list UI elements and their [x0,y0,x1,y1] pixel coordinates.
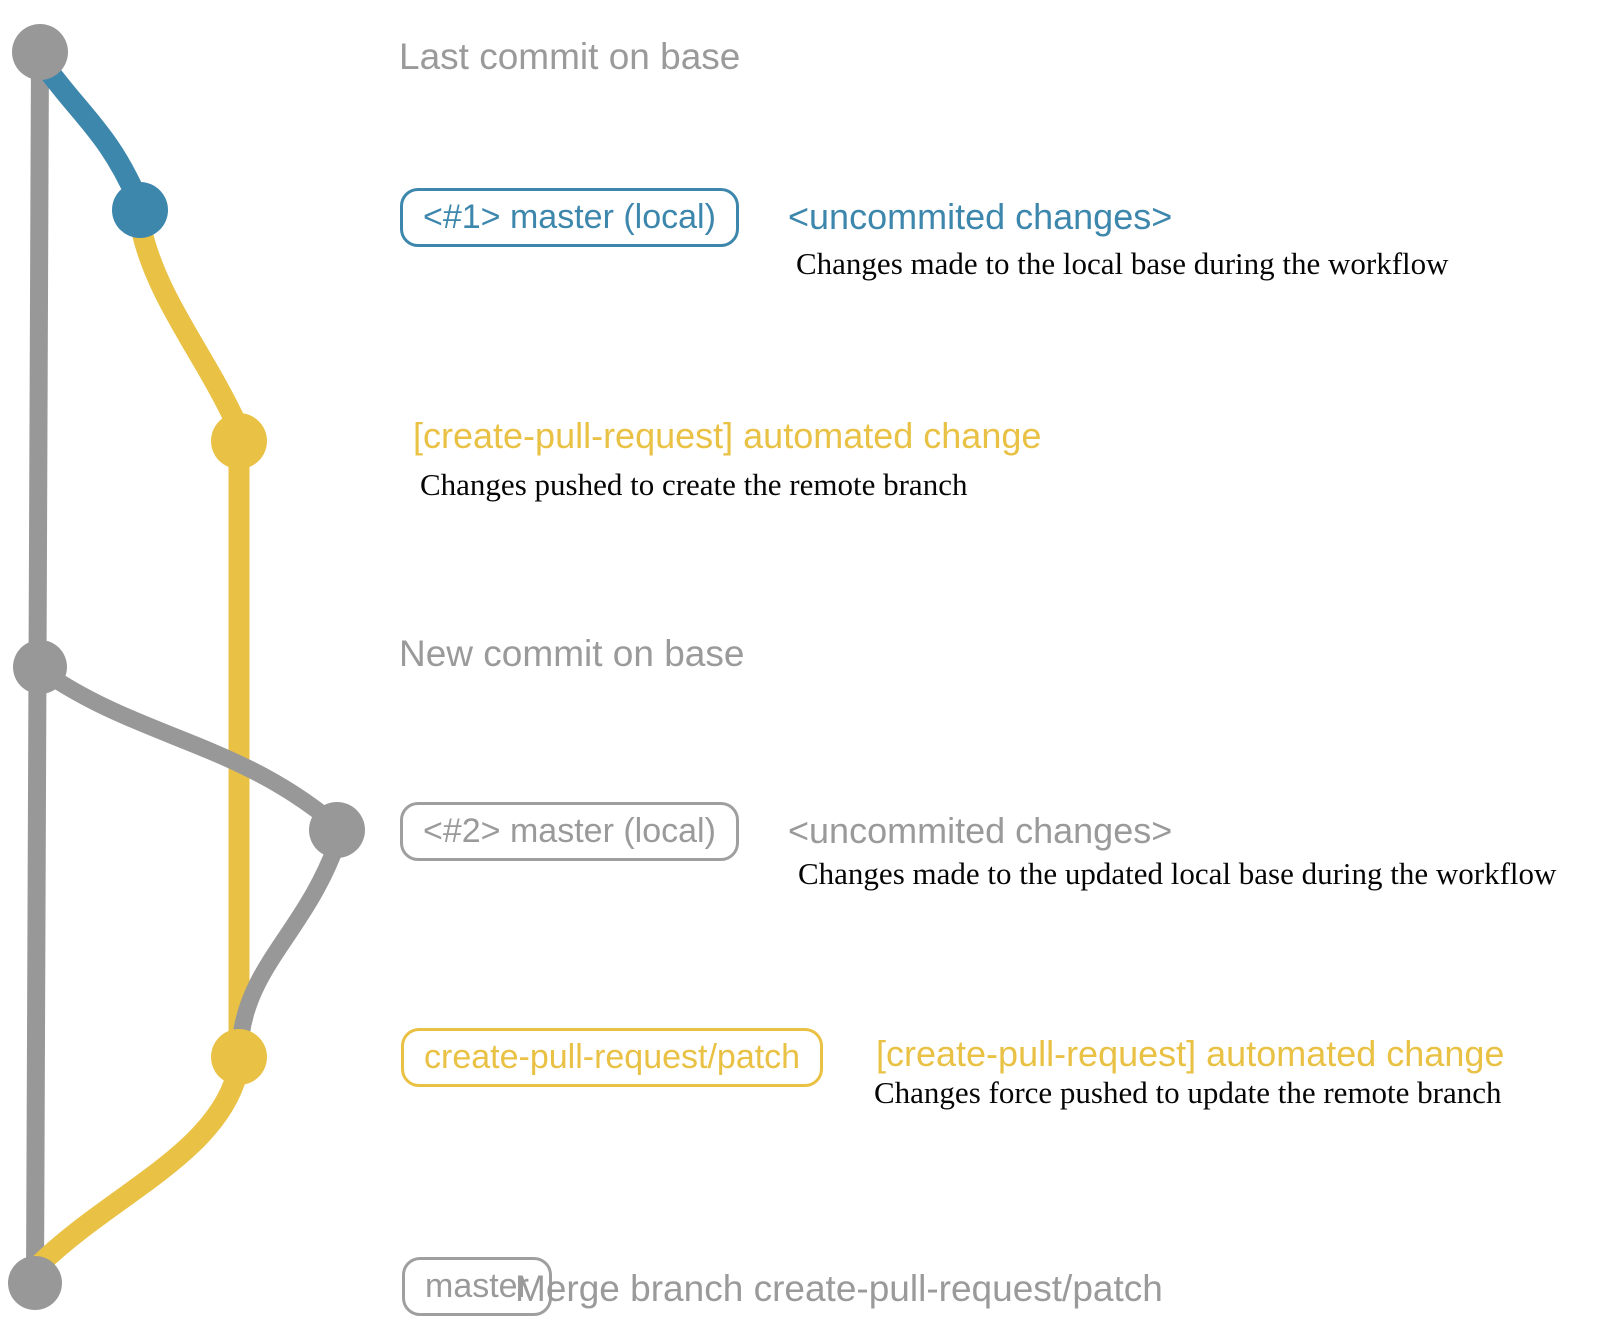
branch-badge-master: master [402,1257,552,1316]
commit-dot-merge [8,1256,62,1310]
base-branch-line [26,51,49,1284]
commit-dot-last-base [12,24,68,80]
merge-curve [27,1063,248,1277]
automated-change-1-title: [create-pull-request] automated change [413,415,1042,456]
branch-badge-patch: create-pull-request/patch [401,1028,824,1087]
uncommitted-changes-2-desc: Changes made to the updated local base d… [798,856,1557,891]
uncommitted-1-curve [31,51,148,209]
automated-change-1-desc: Changes pushed to create the remote bran… [420,467,968,502]
uncommitted-changes-2-title: <uncommited changes> [788,810,1173,851]
commit-dot-patch-1 [211,413,267,469]
commit-dot-uncommitted-2 [309,802,365,858]
branch-badge-master-local-1: <#1> master (local) [400,188,739,247]
uncommitted-changes-1-title: <uncommited changes> [788,196,1173,237]
new-commit-label: New commit on base [399,633,745,674]
commit-dot-patch-2 [211,1029,267,1085]
uncommitted-2-curve [35,663,341,831]
last-commit-label: Last commit on base [399,36,741,77]
patch-branch-curve-top [131,221,248,436]
merge-commit-message: Merge branch create-pull-request/patch [515,1268,1163,1309]
force-push-curve [232,837,345,1045]
branch-badge-master-local-2: <#2> master (local) [400,802,739,861]
automated-change-2-title: [create-pull-request] automated change [876,1033,1505,1074]
automated-change-2-desc: Changes force pushed to update the remot… [874,1075,1502,1110]
uncommitted-changes-1-desc: Changes made to the local base during th… [796,246,1449,281]
commit-dot-new-base [13,640,67,694]
commit-dot-uncommitted-1 [112,182,168,238]
